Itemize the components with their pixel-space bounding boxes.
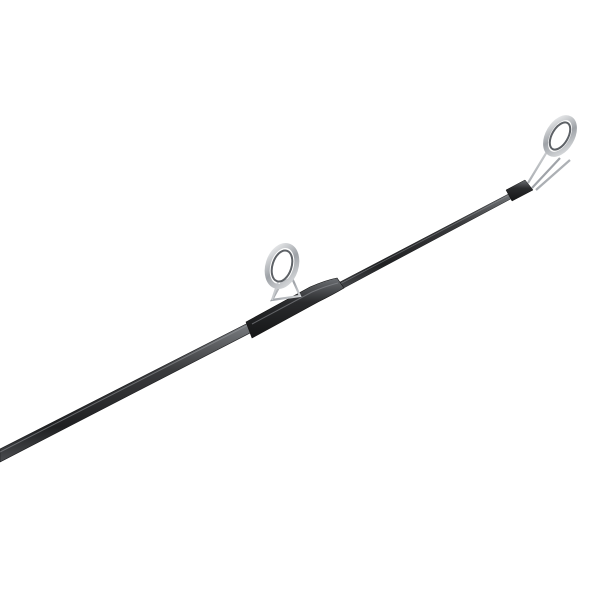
rod-guide-middle-icon	[264, 243, 302, 302]
guide-wrap-middle	[245, 277, 345, 339]
rod-tip-guide-icon	[527, 115, 577, 191]
rod-blank	[0, 187, 521, 463]
tip-wrap	[505, 179, 534, 202]
